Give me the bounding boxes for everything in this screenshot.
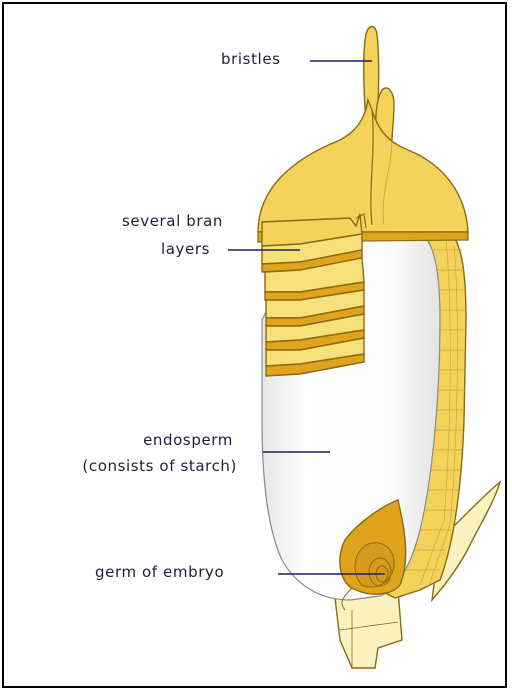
bran-layers (262, 214, 364, 376)
bristles-label: bristles (221, 50, 281, 68)
bran-cap (258, 100, 468, 232)
bran-layers-label-line1: several bran (122, 212, 223, 230)
bran-layers-label-line2: layers (161, 240, 210, 258)
germ-label: germ of embryo (95, 563, 224, 581)
endosperm-label-line2: (consists of starch) (82, 457, 237, 475)
endosperm-label-line1: endosperm (143, 431, 233, 449)
